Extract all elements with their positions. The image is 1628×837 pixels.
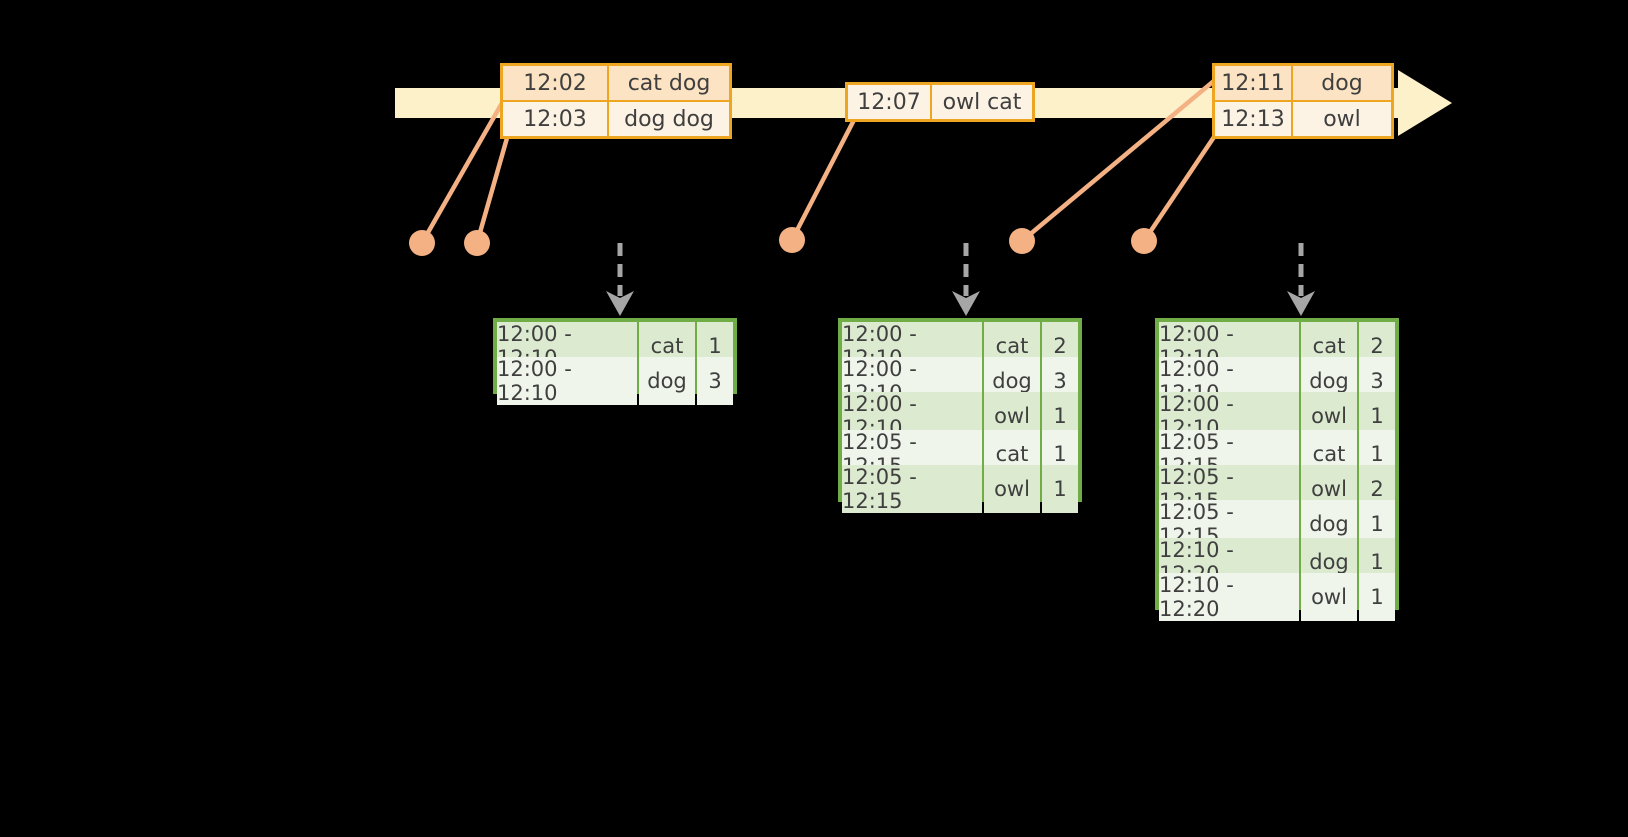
event-dot-4 bbox=[1009, 228, 1035, 254]
count-cell: 1 bbox=[1042, 465, 1078, 513]
timeline-arrowhead-icon bbox=[1398, 70, 1452, 136]
event-box-3: 12:11 dog 12:13 owl bbox=[1212, 63, 1394, 139]
result-table-2: 12:00 - 12:10 cat 2 12:00 - 12:10 dog 3 … bbox=[838, 318, 1082, 513]
callout-line-2 bbox=[474, 137, 510, 244]
window-cell: 12:00 - 12:10 bbox=[497, 357, 637, 405]
event-words: dog bbox=[1293, 66, 1391, 100]
event-dot-2 bbox=[464, 230, 490, 256]
word-cell: dog bbox=[639, 357, 695, 405]
event-dot-5 bbox=[1131, 228, 1157, 254]
table-row: 12:00 - 12:10 dog 3 bbox=[842, 357, 1078, 405]
count-cell: 3 bbox=[697, 357, 733, 405]
trigger-arrowhead-icon-3 bbox=[1287, 291, 1315, 316]
event-box-1: 12:02 cat dog 12:03 dog dog bbox=[500, 63, 732, 139]
event-dot-3 bbox=[779, 227, 805, 253]
callout-line-5 bbox=[1142, 132, 1218, 243]
event-box-2: 12:07 owl cat bbox=[845, 82, 1035, 122]
result-table-3: 12:00 - 12:10 cat 2 12:00 - 12:10 dog 3 … bbox=[1155, 318, 1399, 621]
result-table-1: 12:00 - 12:10 cat 1 12:00 - 12:10 dog 3 bbox=[493, 318, 737, 405]
table-row: 12:05 - 12:15 cat 1 bbox=[842, 430, 1078, 478]
event-words: dog dog bbox=[609, 102, 729, 136]
event-time: 12:11 bbox=[1215, 66, 1291, 100]
table-row: 12:10 - 12:20 dog 1 bbox=[1159, 538, 1395, 586]
table-row: 12:00 - 12:10 owl 1 bbox=[842, 392, 1078, 440]
table-row: 12:05 - 12:15 dog 1 bbox=[1159, 500, 1395, 548]
table-row: 12:00 - 12:10 cat 2 bbox=[842, 322, 1078, 370]
trigger-arrowhead-icon-2 bbox=[952, 291, 980, 316]
event-time: 12:02 bbox=[503, 66, 607, 100]
trigger-arrowhead-icon-1 bbox=[606, 291, 634, 316]
table-row: 12:05 - 12:15 owl 2 bbox=[1159, 465, 1395, 513]
table-row: 12:05 - 12:15 cat 1 bbox=[1159, 430, 1395, 478]
callout-line-3 bbox=[790, 116, 857, 242]
event-time: 12:03 bbox=[503, 102, 607, 136]
table-row: 12:00 - 12:10 cat 1 bbox=[497, 322, 733, 370]
table-row: 12:00 - 12:10 owl 1 bbox=[1159, 392, 1395, 440]
count-cell: 1 bbox=[1359, 573, 1395, 621]
event-dot-1 bbox=[409, 230, 435, 256]
event-time: 12:13 bbox=[1215, 102, 1291, 136]
event-words: owl cat bbox=[932, 85, 1032, 119]
table-row: 12:00 - 12:10 dog 3 bbox=[1159, 357, 1395, 405]
table-row: 12:05 - 12:15 owl 1 bbox=[842, 465, 1078, 513]
callout-line-1 bbox=[420, 101, 504, 245]
event-words: owl bbox=[1293, 102, 1391, 136]
callout-line-4 bbox=[1020, 78, 1217, 243]
table-row: 12:00 - 12:10 cat 2 bbox=[1159, 322, 1395, 370]
window-cell: 12:05 - 12:15 bbox=[842, 465, 982, 513]
event-words: cat dog bbox=[609, 66, 729, 100]
table-row: 12:00 - 12:10 dog 3 bbox=[497, 357, 733, 405]
event-time: 12:07 bbox=[848, 85, 930, 119]
window-cell: 12:10 - 12:20 bbox=[1159, 573, 1299, 621]
word-cell: owl bbox=[984, 465, 1040, 513]
table-row: 12:10 - 12:20 owl 1 bbox=[1159, 573, 1395, 621]
word-cell: owl bbox=[1301, 573, 1357, 621]
